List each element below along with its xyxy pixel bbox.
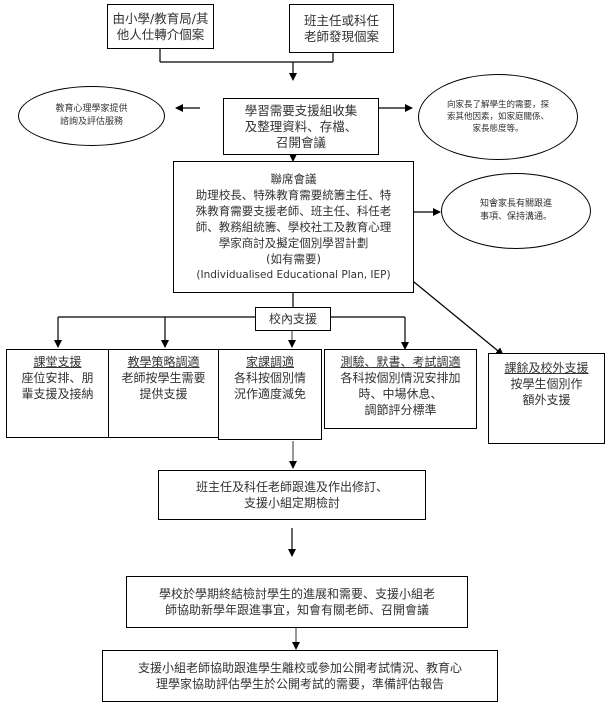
support-title: 家課調適 — [245, 355, 294, 369]
support-classroom-box: 課堂支援 座位安排、朋 輩支援及接納 — [6, 349, 109, 438]
text-line: 各科按個別情 — [233, 371, 306, 385]
support-homework-box: 家課調適 各科按個別情 況作適度減免 — [218, 349, 322, 440]
support-title: 教學策略調適 — [127, 355, 200, 369]
support-title: 測驗、默書、考試調適 — [340, 355, 461, 369]
extra-support-box: 課餘及校外支援 按學生個別作 額外支援 — [488, 353, 605, 444]
exam-support-box: 支援小組老師協助跟進學生離校或參加公開考試情況、教育心 理學家協助評估學生於公開… — [102, 650, 498, 702]
text-line: 按學生個別作 — [510, 377, 583, 391]
notify-parents-ellipse: 知會家長有關跟進 事項、保持溝通。 — [441, 173, 591, 249]
psychologist-service-ellipse: 教育心理學家提供 諮詢及評估服務 — [18, 86, 165, 146]
text-line: 事項、保持溝通。 — [479, 212, 552, 222]
term-review-box: 學校於學期終結檢討學生的進展和需要、支援小組老 師協助新學年跟進事宜，知會有關老… — [126, 576, 468, 628]
support-title: 課堂支援 — [33, 355, 82, 369]
text-line: 索其他因素，如家庭關係、 — [446, 112, 549, 122]
text-line: 向家長了解學生的需要，探 — [446, 100, 549, 110]
text-line: 及整理資料、存檔、 — [244, 118, 358, 134]
joint-meeting-box: 聯席會議 助理校長、特殊教育需要統籌主任、特 殊教育需要支援老師、班主任、科任老… — [173, 161, 414, 293]
text-line: 家長態度等。 — [472, 124, 524, 134]
text-line: 理學家協助評估學生於公開考試的需要，準備評估報告 — [155, 677, 444, 691]
text-line: 教育心理學家提供 — [55, 104, 128, 114]
support-assessment-box: 測驗、默書、考試調適 各科按個別情況安排加 時、中場休息、 調節評分標準 — [324, 349, 477, 429]
text-line: 學習需要支援組收集 — [244, 102, 358, 118]
text-line: 師、教務組統籌、學校社工及教育心理 — [195, 220, 392, 234]
text-line: 諮詢及評估服務 — [59, 117, 123, 127]
text-line: 支援小組定期檢討 — [243, 496, 340, 510]
joint-meeting-title: 聯席會議 — [270, 172, 317, 186]
text-line: 學校於學期終結檢討學生的進展和需要、支援小組老 — [158, 587, 435, 601]
referral-teacher-box: 班主任或科任 老師發現個案 — [289, 4, 394, 53]
arrow-to-extra-support — [413, 281, 504, 356]
follow-up-box: 班主任及科任老師跟進及作出修訂、 支援小組定期檢討 — [158, 470, 426, 520]
text-line: 輩支援及接納 — [21, 387, 94, 401]
text-line: 況作適度減免 — [233, 387, 306, 401]
text-line: 老師發現個案 — [303, 28, 379, 44]
text-line: 支援小組老師協助跟進學生離校或參加公開考試情況、教育心 — [137, 661, 462, 675]
referral-external-box: 由小學/教育局/其 他人仕轉介個案 — [107, 4, 214, 49]
text-line: 調節評分標準 — [364, 403, 437, 417]
text-line: 座位安排、朋 — [21, 371, 94, 385]
collection-box: 學習需要支援組收集 及整理資料、存檔、 召開會議 — [223, 98, 379, 155]
text-line: 學家商討及擬定個別學習計劃 — [218, 236, 369, 250]
text-line: 助理校長、特殊教育需要統籌主任、特 — [195, 188, 392, 202]
text-line: (如有需要) — [266, 252, 321, 266]
parent-inquiry-ellipse: 向家長了解學生的需要，探 索其他因素，如家庭關係、 家長態度等。 — [418, 74, 578, 160]
text-line: 召開會議 — [275, 134, 326, 150]
text-line: 知會家長有關跟進 — [479, 199, 552, 209]
text-line: 老師按學生需要 — [121, 371, 206, 385]
text-line: 由小學/教育局/其 — [112, 10, 209, 26]
text-line: 提供支援 — [139, 387, 188, 401]
text-line: 師協助新學年跟進事宜，知會有關老師、召開會議 — [164, 603, 429, 617]
in-school-support-label: 校內支援 — [268, 312, 317, 326]
text-line: 時、中場休息、 — [358, 387, 443, 401]
text-line: 殊教育需要支援老師、班主任、科任老 — [195, 204, 392, 218]
extra-support-title: 課餘及校外支援 — [504, 361, 589, 375]
text-line: 各科按個別情況安排加 — [340, 371, 461, 385]
support-teaching-strategy-box: 教學策略調適 老師按學生需要 提供支援 — [108, 349, 219, 438]
text-line: 他人仕轉介個案 — [116, 26, 205, 42]
text-line: 班主任及科任老師跟進及作出修訂、 — [195, 480, 388, 494]
in-school-support-box: 校內支援 — [255, 307, 331, 331]
text-line: (Individualised Educational Plan, IEP) — [196, 269, 391, 281]
text-line: 額外支援 — [522, 393, 571, 407]
text-line: 班主任或科任 — [303, 12, 379, 28]
